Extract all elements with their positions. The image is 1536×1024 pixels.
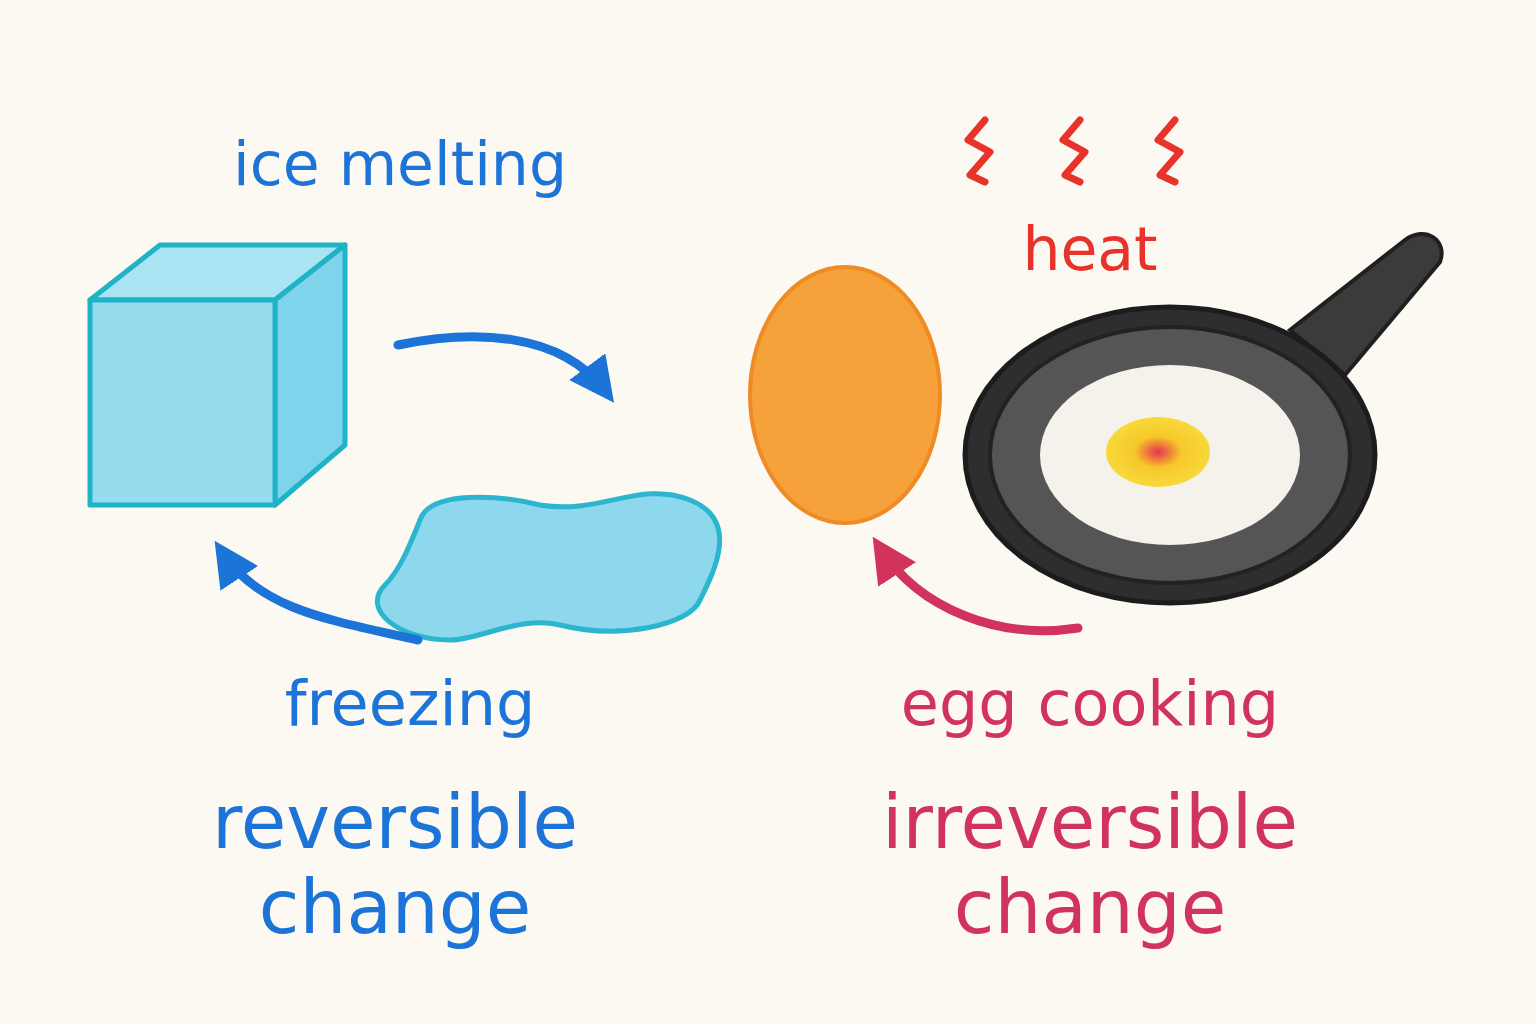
heat-label: heat (890, 215, 1290, 284)
category-label: irreversible change (810, 780, 1370, 950)
process-label: freezing (160, 668, 660, 739)
process-label: egg cooking (790, 668, 1390, 739)
cooking-arrow (880, 548, 1078, 631)
freezing-arrow (222, 552, 418, 640)
frying-pan (965, 234, 1442, 603)
raw-egg (750, 267, 940, 523)
heat-lines (968, 120, 1180, 182)
process-label: ice melting (100, 130, 700, 199)
category-label: reversible change (115, 780, 675, 950)
water-puddle (377, 494, 719, 640)
ice-cube (90, 245, 345, 505)
melting-arrow (398, 337, 606, 392)
